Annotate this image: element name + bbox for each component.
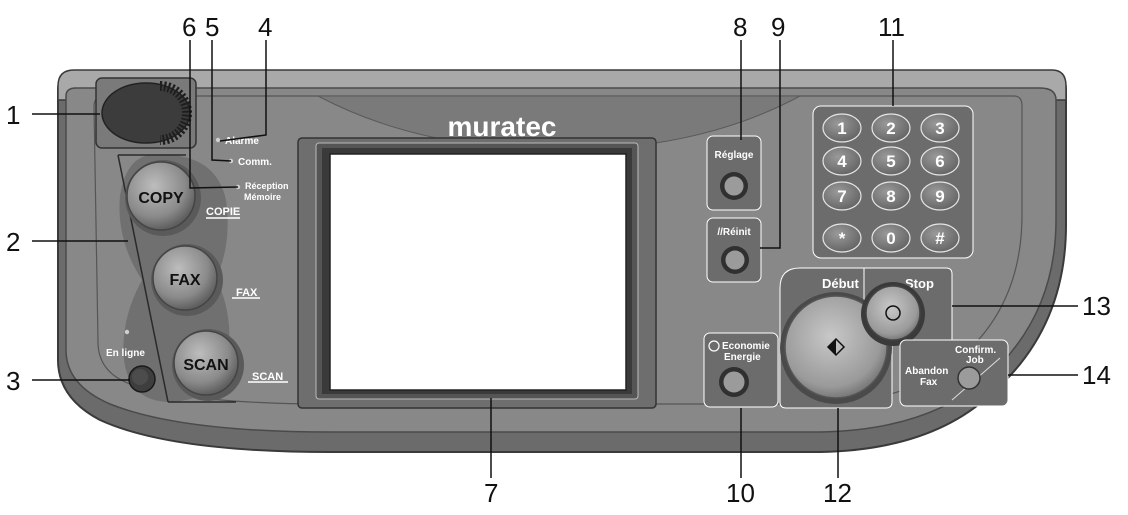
copy-mode-label: COPIE: [206, 206, 240, 218]
keypad-key[interactable]: 8: [871, 181, 911, 211]
reset-label: //Réinit: [717, 227, 751, 238]
energy-label-line2: Energie: [724, 352, 761, 363]
alarm-label: Alarme: [225, 136, 259, 147]
keypad-key-label: 8: [886, 187, 895, 206]
callout-8: 8: [733, 12, 747, 42]
dial-knob[interactable]: [95, 77, 197, 149]
callout-5: 5: [205, 12, 219, 42]
fax-mode-label: FAX: [236, 287, 258, 299]
setup-button[interactable]: [720, 172, 748, 200]
callout-12: 12: [823, 478, 852, 508]
callout-11: 11: [878, 12, 905, 42]
fax-button-label: FAX: [169, 272, 200, 289]
keypad-key[interactable]: 1: [822, 113, 862, 143]
start-diamond-icon: [826, 337, 846, 357]
keypad-key-label: 0: [886, 229, 895, 248]
job-confirm-box: Confirm. Job Abandon Fax: [899, 339, 1009, 407]
scan-mode-label: SCAN: [252, 371, 283, 383]
comm-label: Comm.: [238, 157, 272, 168]
callout-14: 14: [1082, 360, 1111, 390]
keypad-key[interactable]: 9: [920, 181, 960, 211]
callout-numbers: 1 2 3 4 5 6 7 8 9 10 11 12 13 14: [6, 12, 1111, 508]
online-label: En ligne: [106, 348, 145, 359]
keypad-key-label: *: [839, 229, 846, 248]
confirm-label-line1: Confirm.: [955, 345, 996, 356]
callout-6: 6: [182, 12, 196, 42]
setup-label: Réglage: [715, 150, 754, 161]
callout-9: 9: [771, 12, 785, 42]
keypad-key[interactable]: 3: [920, 113, 960, 143]
job-confirm-button[interactable]: [957, 366, 981, 390]
fax-button[interactable]: FAX: [151, 244, 223, 316]
cancel-label-line1: Abandon: [905, 366, 948, 377]
alarm-indicator: Alarme: [215, 136, 259, 147]
keypad-key[interactable]: #: [920, 223, 960, 253]
callout-13: 13: [1082, 291, 1111, 321]
callout-7: 7: [484, 478, 498, 508]
keypad-key-label: 7: [837, 187, 846, 206]
confirm-label-line2: Job: [966, 355, 984, 366]
keypad-key-label: 4: [837, 152, 847, 171]
keypad-key[interactable]: 5: [871, 146, 911, 176]
keypad-key[interactable]: *: [822, 223, 862, 253]
callout-lines: [32, 40, 1078, 478]
start-label: Début: [822, 276, 860, 291]
stop-label: Stop: [905, 276, 934, 291]
touch-screen[interactable]: [297, 137, 657, 409]
callout-4: 4: [258, 12, 272, 42]
reset-button[interactable]: [721, 246, 749, 274]
energy-saver-button[interactable]: [719, 367, 749, 397]
energy-label-line1: Economie: [722, 341, 770, 352]
memory-label: Mémoire: [244, 192, 281, 202]
power-icon: [708, 340, 720, 352]
keypad-key[interactable]: 7: [822, 181, 862, 211]
keypad-key[interactable]: 4: [822, 146, 862, 176]
copy-button[interactable]: COPY: [125, 160, 201, 236]
keypad-key[interactable]: 0: [871, 223, 911, 253]
brand-logo: muratec: [448, 111, 557, 142]
stop-button[interactable]: [861, 282, 925, 346]
stop-octagon-icon: [885, 305, 901, 321]
scan-button-label: SCAN: [183, 357, 228, 374]
reception-label: Réception: [245, 181, 289, 191]
keypad-key-label: 2: [886, 119, 895, 138]
callout-10: 10: [726, 478, 755, 508]
cancel-label-line2: Fax: [920, 377, 938, 388]
keypad-key-label: 5: [886, 152, 895, 171]
callout-3: 3: [6, 366, 20, 396]
online-button[interactable]: [128, 365, 156, 393]
callout-1: 1: [6, 100, 20, 130]
copy-button-label: COPY: [138, 190, 184, 207]
scan-button[interactable]: SCAN: [172, 329, 244, 401]
keypad-key[interactable]: 2: [871, 113, 911, 143]
keypad-key-label: 1: [837, 119, 846, 138]
keypad-key-label: 9: [935, 187, 944, 206]
keypad-key-label: #: [935, 229, 945, 248]
keypad-key[interactable]: 6: [920, 146, 960, 176]
keypad-key-label: 6: [935, 152, 944, 171]
numeric-keypad: 1 2 3 4 5 6 7 8 9 * 0 #: [822, 113, 960, 253]
callout-2: 2: [6, 227, 20, 257]
online-indicator: En ligne: [106, 329, 145, 359]
keypad-key-label: 3: [935, 119, 944, 138]
